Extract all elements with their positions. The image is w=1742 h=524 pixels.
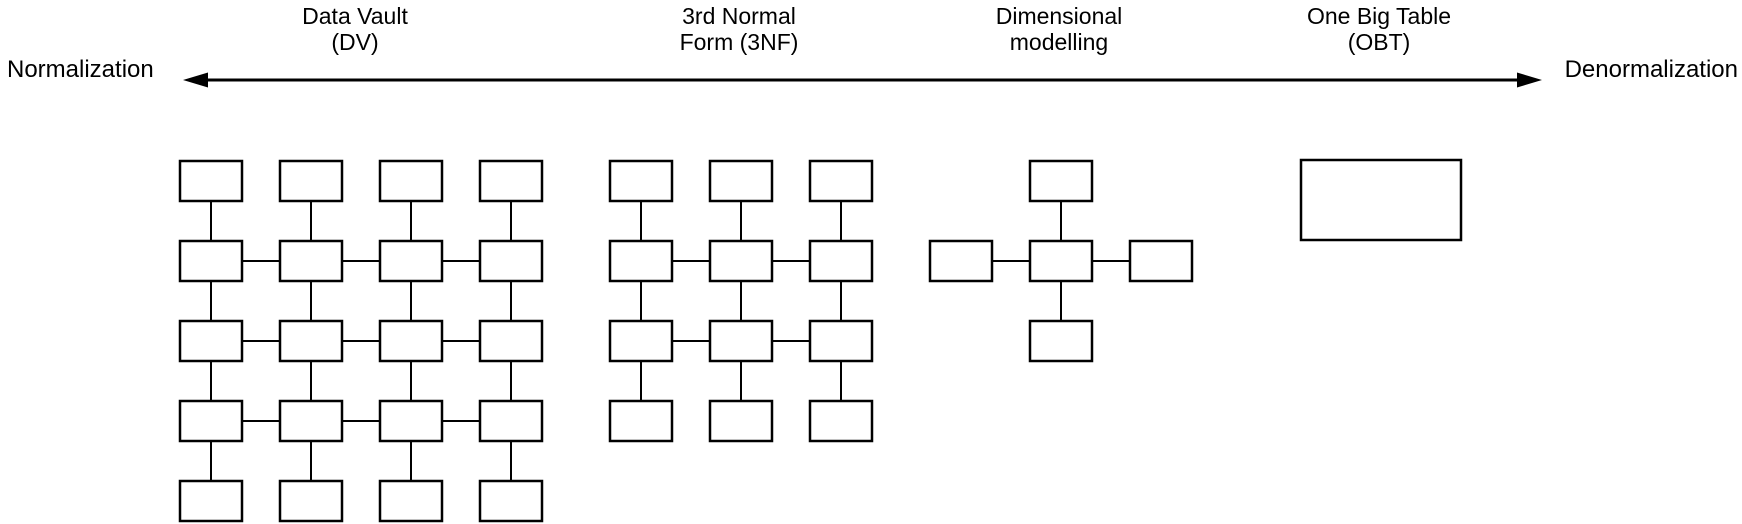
one-big-table-table-box	[1299, 158, 1463, 242]
label-dimensional-modelling: Dimensional modelling	[996, 3, 1123, 55]
data-vault-table-box	[178, 399, 244, 443]
data-vault-table-box	[278, 479, 344, 523]
third-normal-form-table-box	[708, 319, 774, 363]
third-normal-form-table-box	[608, 159, 674, 203]
data-vault-table-box	[478, 239, 544, 283]
dimensional-modelling-table-box	[1028, 239, 1094, 283]
spectrum-arrow-right-head	[1517, 72, 1542, 88]
dimensional-modelling-table-box	[928, 239, 994, 283]
label-line: modelling	[1009, 29, 1109, 55]
third-normal-form-table-box	[808, 319, 874, 363]
third-normal-form-table-box	[708, 159, 774, 203]
label-data-vault: Data Vault (DV)	[302, 3, 408, 55]
dimensional-modelling-table-box	[1028, 319, 1094, 363]
data-vault-table-box	[278, 399, 344, 443]
label-line: 3rd Normal	[682, 3, 796, 29]
label-line: Dimensional	[995, 3, 1123, 29]
third-normal-form-table-box	[608, 399, 674, 443]
third-normal-form-table-box	[708, 399, 774, 443]
dimensional-modelling-table-box	[1028, 159, 1094, 203]
label-line: Form (3NF)	[679, 29, 799, 55]
third-normal-form-table-box	[808, 159, 874, 203]
label-line: (OBT)	[1347, 29, 1411, 55]
denormalization-label: Denormalization	[1564, 56, 1738, 83]
third-normal-form-table-box	[808, 239, 874, 283]
data-vault-table-box	[478, 399, 544, 443]
label-line: Data Vault	[302, 3, 408, 29]
third-normal-form-table-box	[808, 399, 874, 443]
data-vault-table-box	[378, 319, 444, 363]
third-normal-form-table-box	[608, 239, 674, 283]
data-vault-table-box	[478, 159, 544, 203]
third-normal-form-table-box	[708, 239, 774, 283]
data-vault-table-box	[278, 159, 344, 203]
third-normal-form-table-box	[608, 319, 674, 363]
data-vault-table-box	[478, 319, 544, 363]
data-vault-table-box	[178, 479, 244, 523]
data-vault-table-box	[478, 479, 544, 523]
label-one-big-table: One Big Table (OBT)	[1307, 3, 1451, 55]
data-vault-table-box	[378, 399, 444, 443]
spectrum-arrow-left-head	[183, 72, 208, 88]
normalization-label: Normalization	[7, 56, 154, 83]
data-vault-table-box	[178, 319, 244, 363]
data-vault-table-box	[378, 159, 444, 203]
data-vault-table-box	[178, 159, 244, 203]
data-vault-table-box	[178, 239, 244, 283]
dimensional-modelling-table-box	[1128, 239, 1194, 283]
data-vault-table-box	[278, 319, 344, 363]
data-vault-table-box	[278, 239, 344, 283]
data-vault-table-box	[378, 239, 444, 283]
label-line: (DV)	[331, 29, 379, 55]
label-line: One Big Table	[1306, 3, 1452, 29]
label-third-normal-form: 3rd Normal Form (3NF)	[680, 3, 799, 55]
data-vault-table-box	[378, 479, 444, 523]
